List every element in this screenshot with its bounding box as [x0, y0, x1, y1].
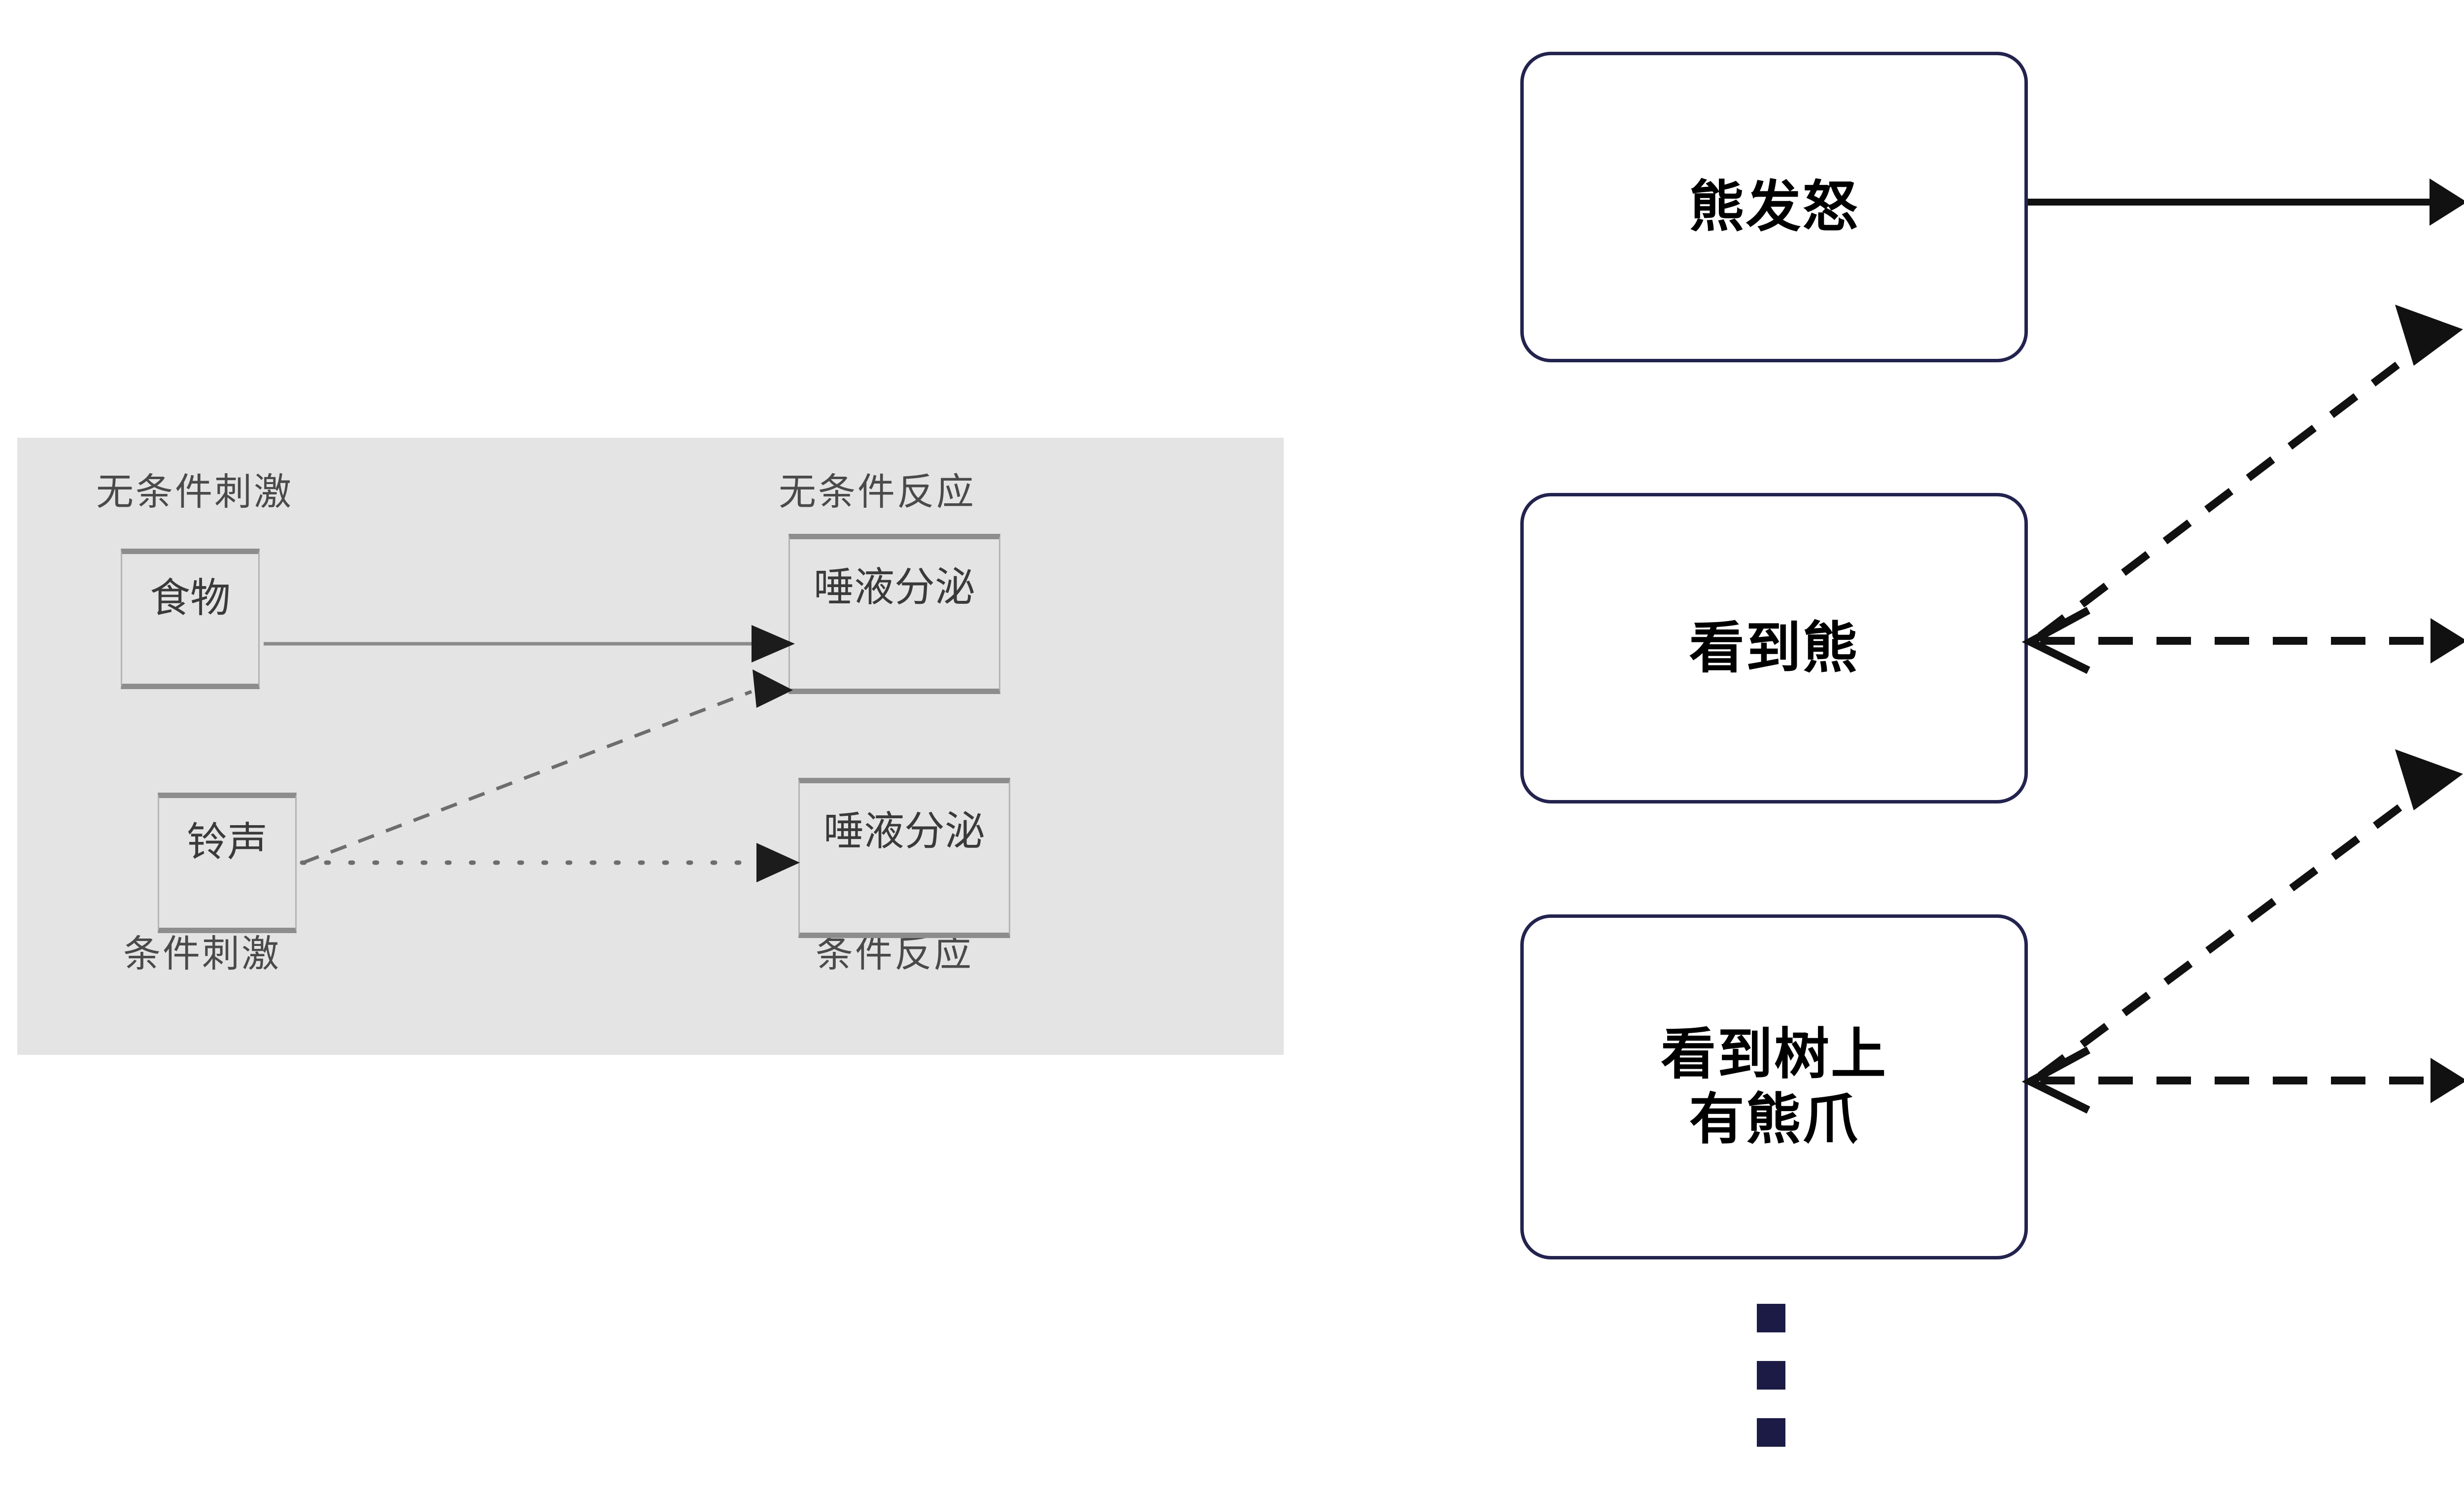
arrowhead-see-bear-to-reward — [2395, 305, 2463, 366]
arrowhead-see-claw-to-vs-left — [2021, 1046, 2090, 1114]
box-salivation-top: 唾液分泌 — [788, 534, 1000, 694]
arrowhead-see-claw-to-vsprime — [2395, 749, 2463, 810]
arrowhead-bell-to-salivation-bottom — [756, 843, 800, 882]
conditioning-connector-layer — [264, 625, 800, 882]
arrowhead-see-bear-to-vsprime-left — [2021, 606, 2090, 674]
box-bell: 铃声 — [158, 793, 297, 933]
arrowhead-bell-to-salivation-top — [753, 669, 793, 708]
arrowhead-see-bear-to-vsprime-right — [2430, 618, 2464, 663]
box-salivation-top-label: 唾液分泌 — [813, 565, 975, 610]
node-see-bear-claw-line1: 看到树上 — [1661, 1023, 1887, 1085]
ellipsis-left-column — [1757, 1304, 1785, 1447]
label-unconditioned-response: 无条件反应 — [779, 471, 976, 513]
arrow-see-bear-to-reward — [2038, 342, 2426, 639]
ellipsis-dot — [1757, 1304, 1785, 1332]
ellipsis-dot — [1757, 1418, 1785, 1447]
box-salivation-bottom: 唾液分泌 — [798, 778, 1010, 938]
label-unconditioned-stimulus: 无条件刺激 — [96, 471, 293, 513]
box-food: 食物 — [121, 549, 260, 689]
arrow-bell-to-salivation-top — [302, 690, 753, 865]
arrowhead-food-to-salivation — [752, 625, 795, 662]
arrow-see-claw-to-vsprime — [2038, 786, 2426, 1079]
label-conditioned-stimulus: 条件刺激 — [123, 933, 281, 975]
arrowhead-bear-angry-to-reward — [2430, 178, 2464, 226]
box-food-label: 食物 — [149, 576, 231, 621]
box-bell-label: 铃声 — [186, 820, 268, 865]
node-bear-angry-label: 熊发怒 — [1689, 175, 1859, 238]
ellipsis-dot — [1757, 1361, 1785, 1390]
classical-conditioning-panel: 无条件刺激 无条件反应 条件刺激 条件反应 食物 铃声 唾液分泌 唾液分泌 — [17, 438, 1284, 1055]
arrowhead-see-claw-to-vs-right — [2430, 1058, 2464, 1103]
node-see-bear-claw-label: 看到树上 有熊爪 — [1661, 1022, 1887, 1152]
node-bear-angry[interactable]: 熊发怒 — [1520, 52, 2028, 362]
node-see-bear-claw-line2: 有熊爪 — [1689, 1088, 1859, 1150]
node-see-bear-label: 看到熊 — [1689, 617, 1859, 679]
box-salivation-bottom-label: 唾液分泌 — [823, 809, 985, 854]
node-see-bear[interactable]: 看到熊 — [1520, 493, 2028, 803]
label-conditioned-response: 条件反应 — [816, 933, 973, 975]
node-see-bear-claw[interactable]: 看到树上 有熊爪 — [1520, 914, 2028, 1259]
